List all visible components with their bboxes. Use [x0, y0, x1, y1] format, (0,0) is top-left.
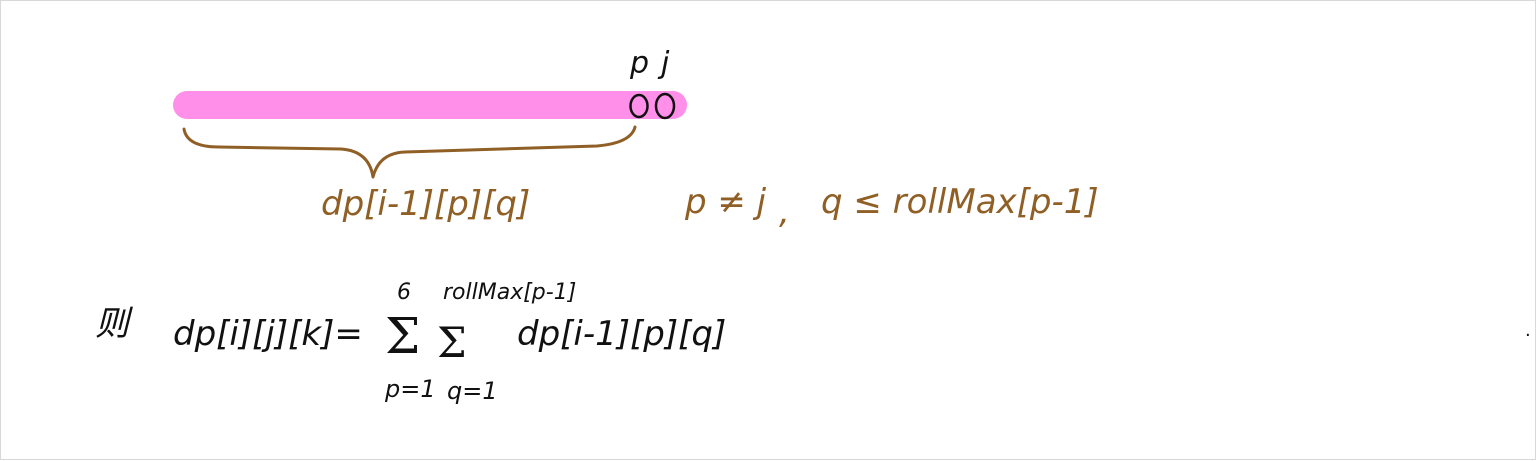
formula-prefix: 则 — [95, 304, 133, 344]
label-p: p — [629, 46, 649, 81]
label-j: j — [657, 46, 670, 81]
brace-label: dp[i-1][p][q] — [321, 184, 530, 224]
curly-brace — [182, 125, 637, 179]
sum1-lower: p=1 — [384, 375, 436, 403]
sum2-lower: q=1 — [447, 377, 498, 405]
sum1-upper: 6 — [397, 280, 411, 305]
sum2-sigma: Σ — [437, 318, 467, 367]
condition-neq: p ≠ j — [684, 182, 767, 222]
formula-term: dp[i-1][p][q] — [517, 314, 726, 354]
sum1-sigma: Σ — [385, 307, 420, 365]
circle-p — [629, 93, 649, 119]
formula-lhs: dp[i][j][k]= — [173, 314, 363, 354]
condition-leq: q ≤ rollMax[p-1] — [821, 182, 1099, 222]
condition-comma: , — [779, 192, 790, 232]
sum2-upper: rollMax[p-1] — [443, 280, 576, 305]
circle-j — [654, 92, 676, 120]
edge-dot: · — [1525, 325, 1531, 346]
